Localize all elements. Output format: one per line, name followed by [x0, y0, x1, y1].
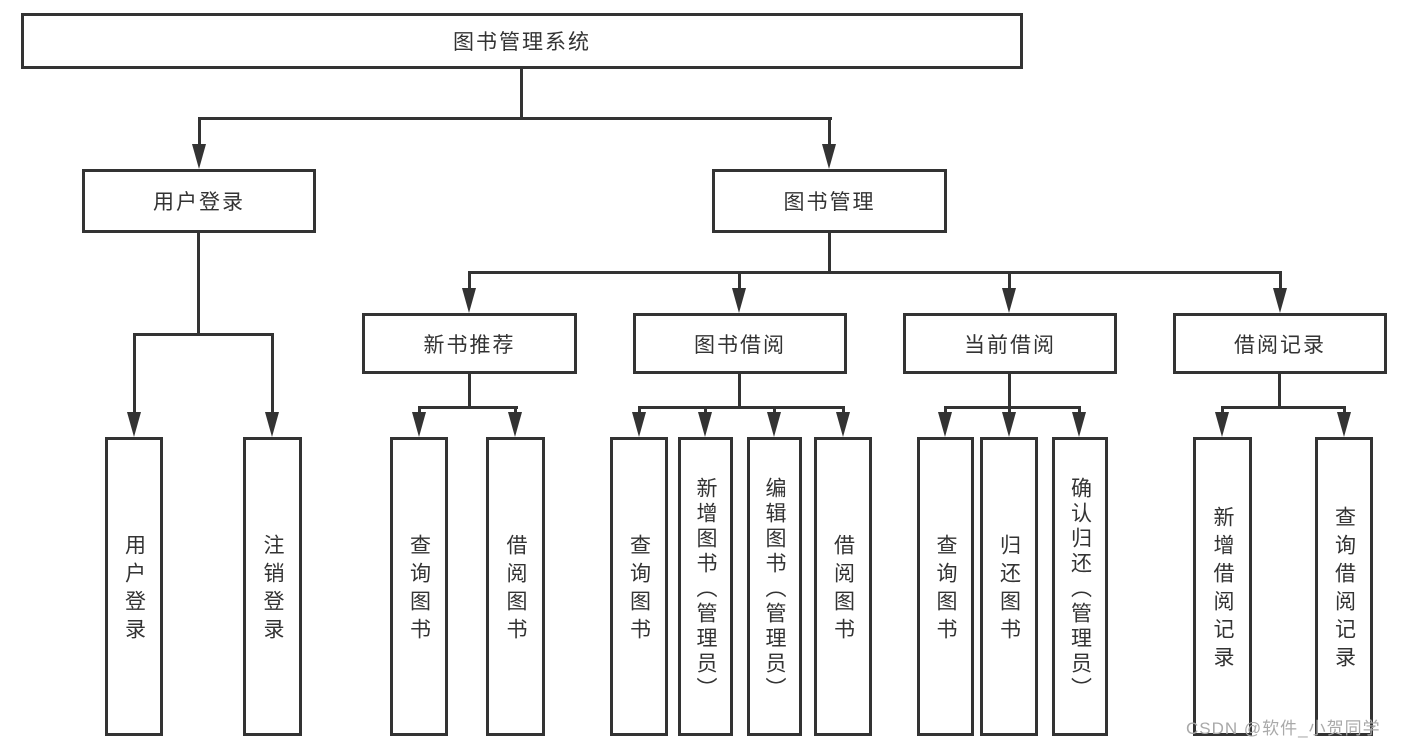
arrowhead-return-books [1002, 412, 1016, 437]
node-new-book-recommend: 新书推荐 [362, 313, 577, 374]
node-book-management: 图书管理 [712, 169, 947, 233]
arrowhead-query-borrow-record [1337, 412, 1351, 437]
arrowhead-book-management [822, 144, 836, 169]
arrowhead-user-login [192, 144, 206, 169]
arrowhead-add-books-admin [698, 412, 712, 437]
leaf-confirm-return-admin: 确认归还（管理员） [1052, 437, 1108, 736]
connector-borrowing-records-rail [1221, 406, 1346, 409]
connector-book-management-stem [828, 233, 831, 273]
arrowhead-edit-books-admin [767, 412, 781, 437]
csdn-watermark: CSDN @软件_小贺同学 [1186, 719, 1381, 738]
connector-root-stem [520, 69, 523, 119]
connector-current-borrowing-stem [1008, 374, 1011, 408]
leaf-query-books-1: 查询图书 [390, 437, 448, 736]
arrowhead-confirm-return-admin [1072, 412, 1086, 437]
arrowhead-borrow-books-2 [836, 412, 850, 437]
arrowhead-new-book-recommend [462, 288, 476, 313]
connector-current-borrowing-rail [944, 406, 1081, 409]
arrowhead-user-login-leaf [127, 412, 141, 437]
connector-drop-book-borrowing [738, 271, 741, 293]
connector-drop-logout [271, 333, 274, 414]
leaf-logout: 注销登录 [243, 437, 302, 736]
connector-drop-query-borrow-record [1343, 406, 1346, 415]
connector-book-management-rail [468, 271, 1282, 274]
leaf-user-login: 用户登录 [105, 437, 163, 736]
connector-drop-borrow-books-1 [514, 406, 517, 415]
connector-drop-edit-books-admin [773, 406, 776, 415]
arrowhead-query-books-3 [938, 412, 952, 437]
arrowhead-query-books-1 [412, 412, 426, 437]
connector-new-book-recommend-rail [418, 406, 518, 409]
leaf-query-books-3: 查询图书 [917, 437, 974, 736]
connector-drop-confirm-return-admin [1078, 406, 1081, 415]
connector-borrowing-records-stem [1278, 374, 1281, 408]
connector-drop-add-borrow-record [1221, 406, 1224, 415]
leaf-add-borrow-record: 新增借阅记录 [1193, 437, 1252, 736]
leaf-edit-books-admin: 编辑图书（管理员） [747, 437, 802, 736]
arrowhead-query-books-2 [632, 412, 646, 437]
connector-drop-user-login-leaf [133, 333, 136, 414]
connector-drop-current-borrowing [1008, 271, 1011, 293]
arrowhead-current-borrowing [1002, 288, 1016, 313]
connector-new-book-recommend-stem [468, 374, 471, 408]
leaf-add-books-admin: 新增图书（管理员） [678, 437, 733, 736]
arrowhead-add-borrow-record [1215, 412, 1229, 437]
connector-drop-query-books-1 [418, 406, 421, 415]
leaf-return-books: 归还图书 [980, 437, 1038, 736]
node-library-system-root: 图书管理系统 [21, 13, 1023, 69]
connector-user-login-rail [133, 333, 274, 336]
connector-book-borrowing-rail [638, 406, 845, 409]
connector-drop-borrowing-records [1279, 271, 1282, 293]
connector-root-rail [198, 117, 832, 120]
connector-drop-book-management [828, 117, 831, 147]
connector-user-login-stem [197, 233, 200, 335]
connector-book-borrowing-stem [738, 374, 741, 408]
connector-drop-return-books [1008, 406, 1011, 415]
arrowhead-borrow-books-1 [508, 412, 522, 437]
arrowhead-borrowing-records [1273, 288, 1287, 313]
arrowhead-book-borrowing [732, 288, 746, 313]
node-user-login: 用户登录 [82, 169, 316, 233]
connector-drop-user-login [198, 117, 201, 147]
arrowhead-logout [265, 412, 279, 437]
connector-drop-query-books-2 [638, 406, 641, 415]
leaf-borrow-books-1: 借阅图书 [486, 437, 545, 736]
connector-drop-query-books-3 [944, 406, 947, 415]
leaf-query-books-2: 查询图书 [610, 437, 668, 736]
leaf-query-borrow-record: 查询借阅记录 [1315, 437, 1373, 736]
node-current-borrowing: 当前借阅 [903, 313, 1117, 374]
connector-drop-new-book-recommend [468, 271, 471, 293]
connector-drop-borrow-books-2 [842, 406, 845, 415]
node-book-borrowing: 图书借阅 [633, 313, 847, 374]
node-borrowing-records: 借阅记录 [1173, 313, 1387, 374]
leaf-borrow-books-2: 借阅图书 [814, 437, 872, 736]
connector-drop-add-books-admin [704, 406, 707, 415]
